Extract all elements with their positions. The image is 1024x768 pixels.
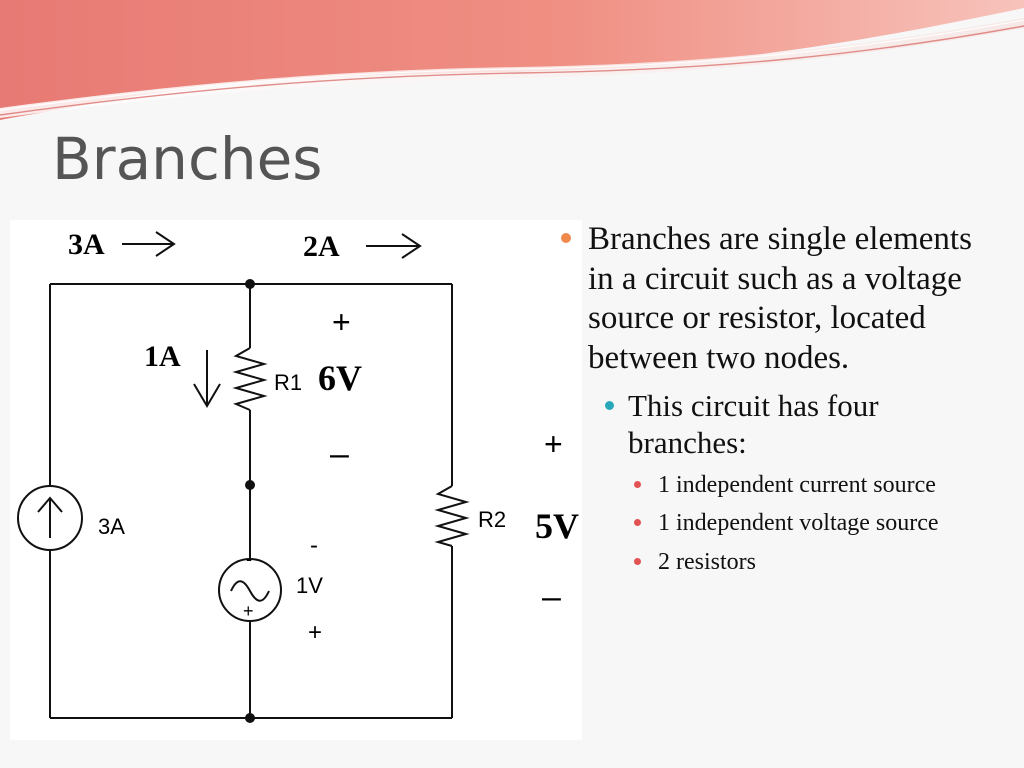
bullet-branches-definition: Branches are single elements in a circui…: [558, 220, 998, 378]
bullet-dot-teal: [605, 401, 614, 411]
subbullet-current-source: 1 independent current source: [558, 470, 998, 501]
label-r1-plus: +: [332, 304, 351, 340]
label-current-source: 3A: [98, 514, 125, 539]
label-voltage-source: 1V: [296, 573, 323, 598]
label-r2-voltage: 5V: [535, 506, 579, 546]
label-r2-plus: +: [544, 426, 563, 462]
label-vs-plus-inner: +: [243, 601, 254, 621]
subbullet-voltage-source-text: 1 independent voltage source: [658, 510, 939, 537]
node-top: [245, 279, 255, 289]
subbullet-current-source-text: 1 independent current source: [658, 471, 936, 498]
arrow-2a-head: [401, 233, 422, 259]
header-swoosh-line-2: [0, 19, 1024, 111]
bullet-dot-red: [634, 557, 641, 565]
slide-title: Branches: [52, 125, 323, 193]
arrow-3a-head: [155, 231, 176, 257]
header-swoosh-highlight: [0, 18, 1024, 118]
node-bottom: [245, 713, 255, 723]
subbullet-voltage-source: 1 independent voltage source: [558, 508, 998, 539]
circuit-svg: 3A 2A 1A R1 6V + – 3A R2 5V + – 1V - + -…: [17, 228, 579, 723]
voltage-source-sine: [230, 580, 270, 602]
voltage-source-circle: [218, 558, 282, 622]
label-r1-minus: –: [330, 435, 349, 473]
label-r1: R1: [274, 370, 302, 395]
current-source-arrowhead: [37, 496, 63, 513]
bullet-dot-orange: [561, 233, 571, 243]
bullet-content: Branches are single elements in a circui…: [558, 220, 998, 586]
bullet-branch-count-text: This circuit has four branches:: [628, 388, 879, 460]
subbullet-resistors-text: 2 resistors: [658, 548, 756, 575]
bullet-dot-red: [634, 480, 641, 488]
bullet-dot-red: [634, 519, 641, 527]
header-swoosh-line-1: [0, 25, 1024, 116]
subbullet-resistors: 2 resistors: [558, 547, 998, 578]
header-swoosh-main: [0, 0, 1024, 120]
label-vs-minus-outer: -: [310, 532, 318, 559]
bullet-branches-definition-text: Branches are single elements in a circui…: [588, 221, 972, 376]
current-source-circle: [17, 485, 83, 551]
arrow-1a-head: [193, 383, 221, 408]
label-3a-top: 3A: [68, 228, 105, 261]
label-1a: 1A: [144, 340, 181, 373]
label-2a-top: 2A: [303, 230, 340, 263]
label-vs-plus-outer: +: [308, 619, 322, 646]
label-r2-minus: –: [542, 578, 561, 616]
label-r1-voltage: 6V: [318, 358, 362, 398]
label-r2: R2: [478, 507, 506, 532]
bullet-branch-count: This circuit has four branches:: [558, 388, 998, 461]
resistor-r2: [434, 485, 470, 547]
circuit-diagram: 3A 2A 1A R1 6V + – 3A R2 5V + – 1V - + -…: [10, 220, 582, 740]
resistor-r1: [232, 347, 268, 411]
label-vs-minus-inner: -: [246, 549, 252, 569]
header-swoosh: [0, 0, 1024, 120]
node-middle: [245, 480, 255, 490]
